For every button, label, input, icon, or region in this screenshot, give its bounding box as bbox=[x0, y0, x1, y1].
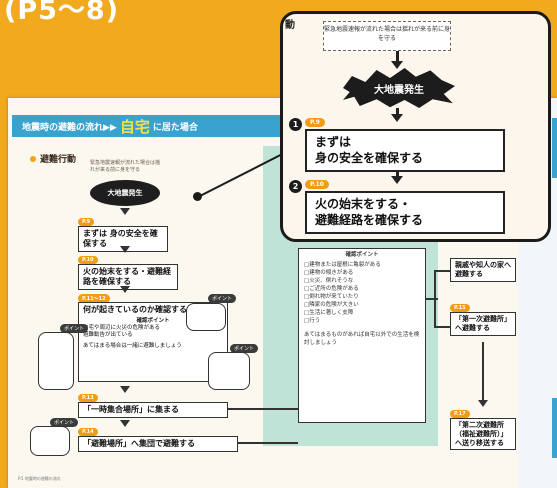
step-badge: P.10 bbox=[78, 256, 98, 264]
point-pill: ポイント bbox=[230, 344, 259, 353]
assessment-item: □ご近所の危険がある bbox=[304, 285, 359, 292]
flow-arrow bbox=[120, 246, 130, 253]
right-box-shelter-1: 「第一次避難所」へ避難する bbox=[450, 312, 516, 336]
flow-arrow bbox=[120, 386, 130, 393]
zoom-note: 緊急地震速報が流れた場合は揺れが来る前に身を守る bbox=[323, 21, 451, 51]
flow-arrow bbox=[120, 208, 130, 215]
quake-burst: 大地震発生 bbox=[90, 180, 160, 206]
top-page-range-label: (P5〜8) bbox=[4, 0, 120, 26]
section-title: 避難行動 bbox=[30, 152, 76, 165]
header-suffix: に居た場合 bbox=[152, 122, 198, 133]
step-box-4: 「一時集合場所」に集まる bbox=[78, 402, 228, 418]
flow-arrow bbox=[478, 400, 488, 407]
branch-line bbox=[482, 342, 484, 402]
zoom-step-box-2: 火の始末をする・ 避難経路を確保する bbox=[305, 191, 505, 235]
side-note bbox=[30, 426, 70, 456]
zoom-step-box-1: まずは 身の安全を確保する bbox=[305, 129, 505, 173]
zoom-arrow-head bbox=[391, 176, 403, 184]
assessment-title: 確認ポイント bbox=[345, 252, 379, 258]
branch-line bbox=[426, 298, 438, 300]
right-box-shelter-2: 「第二次避難所（福祉避難所）」へ送り移送する bbox=[450, 418, 516, 451]
zoom-page-badge: P.10 bbox=[305, 180, 329, 189]
connector-line bbox=[238, 442, 298, 444]
assessment-item: □生活に著しく支障 bbox=[304, 309, 354, 316]
zoom-page-badge: P.9 bbox=[305, 118, 325, 127]
zoom-step-1-line2: 身の安全を確保する bbox=[315, 150, 424, 165]
assessment-points: 確認ポイント □建物または屋根に亀裂がある □建物の傾きがある □火災、倒れそう… bbox=[298, 248, 426, 423]
side-note bbox=[186, 303, 226, 331]
zoom-step-2-line2: 避難経路を確保する bbox=[315, 212, 424, 227]
zoom-arrow bbox=[396, 51, 399, 63]
confirm-points-title: 確認ポイント bbox=[136, 318, 170, 324]
connector-line bbox=[228, 408, 298, 410]
page-footer: P.5 地震時の避難の流れ bbox=[18, 476, 61, 481]
point-pill: ポイント bbox=[208, 294, 237, 303]
zoom-arrow-head bbox=[391, 114, 403, 122]
branch-line bbox=[434, 326, 450, 328]
step-badge: P.17 bbox=[450, 410, 470, 418]
step-badge: P.15 bbox=[450, 304, 470, 312]
side-note bbox=[208, 352, 250, 390]
zoom-callout: 動 緊急地震速報が流れた場合は揺れが来る前に身を守る 大地震発生 1 P.9 ま… bbox=[280, 11, 551, 242]
assessment-item: □行う bbox=[304, 317, 321, 324]
point-pill: ポイント bbox=[50, 418, 79, 427]
header-highlight: 自宅 bbox=[119, 117, 150, 136]
side-note bbox=[38, 332, 74, 390]
zoom-arrow bbox=[396, 170, 399, 178]
point-pill: ポイント bbox=[60, 324, 89, 333]
assessment-item: □火災、倒れそうな bbox=[304, 277, 354, 284]
confirm-item: 自宅や周辺に火災の危険がある bbox=[83, 324, 161, 331]
confirm-footer: あてはまる場合は一緒に避難しましょう bbox=[83, 342, 182, 349]
confirm-points: 確認ポイント 自宅や周辺に火災の危険がある 避難勧告が出ている あてはまる場合は… bbox=[83, 318, 223, 350]
top-note: 緊急地震速報が流れた場合は揺れが来る前に身を守る bbox=[90, 160, 161, 173]
page-header-banner: 地震時の避難の流れ▶▶ 自宅 に居た場合 bbox=[12, 115, 357, 137]
assessment-item: □倒れ物が来ていたり bbox=[304, 293, 359, 300]
flow-arrow bbox=[120, 286, 130, 293]
zoom-step-number: 1 bbox=[289, 118, 302, 131]
step-box-5: 「避難場所」へ集団で避難する bbox=[78, 436, 238, 452]
step-badge: P.13 bbox=[78, 394, 98, 402]
zoom-corner-text: 動 bbox=[285, 20, 295, 31]
zoom-quake-burst: 大地震発生 bbox=[343, 68, 455, 108]
branch-line bbox=[434, 270, 450, 272]
zoom-arrow-head bbox=[391, 61, 403, 69]
zoom-step-number: 2 bbox=[289, 180, 302, 193]
right-box-relatives: 親戚や知人の家へ避難する bbox=[450, 258, 516, 282]
assessment-item: □建物の傾きがある bbox=[304, 269, 354, 276]
side-tab bbox=[552, 118, 557, 178]
step-badge: P.9 bbox=[78, 218, 95, 226]
side-tab bbox=[552, 398, 557, 458]
flow-arrow bbox=[120, 420, 130, 427]
step-3-text: 何が起きているのか確認する bbox=[83, 305, 187, 314]
confirm-item: 避難勧告が出ている bbox=[83, 331, 133, 338]
zoom-step-2-line1: 火の始末をする・ bbox=[315, 197, 412, 211]
zoom-arrow bbox=[396, 108, 399, 116]
callout-dot bbox=[193, 192, 202, 201]
zoom-step-1-line1: まずは bbox=[315, 135, 352, 149]
assessment-footer: あてはまるものがあれば自宅以外での生活を検討しましょう bbox=[304, 331, 420, 346]
assessment-item: □建物または屋根に亀裂がある bbox=[304, 261, 381, 268]
assessment-item: □隣家の危険が大きい bbox=[304, 301, 359, 308]
step-badge: P.11〜12 bbox=[78, 294, 110, 303]
header-prefix: 地震時の避難の流れ▶▶ bbox=[22, 122, 117, 133]
step-badge: P.14 bbox=[78, 428, 98, 436]
